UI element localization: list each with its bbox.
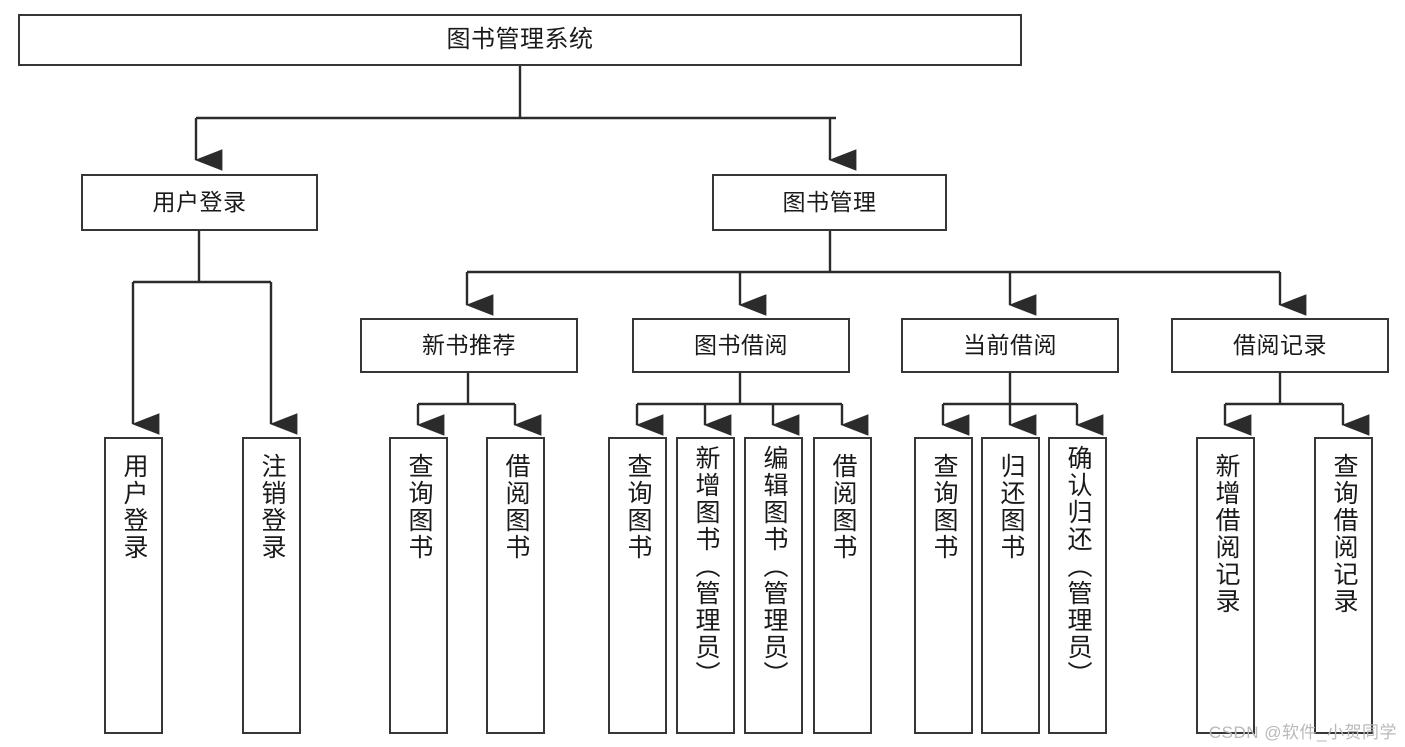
node-leaf-borrow-book-1[interactable]: 借阅图书 xyxy=(486,437,545,734)
node-leaf-query-book-1-label: 查询图书 xyxy=(405,453,433,561)
node-leaf-logout-login-label: 注销登录 xyxy=(258,453,286,561)
node-leaf-borrow-book-2-label: 借阅图书 xyxy=(829,453,857,561)
node-leaf-query-book-2[interactable]: 查询图书 xyxy=(608,437,667,734)
node-book-manage-label: 图书管理 xyxy=(782,188,877,215)
node-root-label: 图书管理系统 xyxy=(446,25,594,53)
node-leaf-query-book-1[interactable]: 查询图书 xyxy=(389,437,448,734)
node-new-book-recommend-label: 新书推荐 xyxy=(422,331,516,358)
node-current-borrow[interactable]: 当前借阅 xyxy=(901,318,1119,373)
node-leaf-add-book[interactable]: 新增图书（管理员） xyxy=(676,437,735,734)
node-leaf-logout-login[interactable]: 注销登录 xyxy=(242,437,301,734)
node-book-manage[interactable]: 图书管理 xyxy=(712,174,947,231)
node-book-borrow-label: 图书借阅 xyxy=(694,331,788,358)
node-leaf-return-book-label: 归还图书 xyxy=(997,453,1025,561)
node-leaf-borrow-book-1-label: 借阅图书 xyxy=(502,453,530,561)
node-user-login[interactable]: 用户登录 xyxy=(81,174,318,231)
node-borrow-record-label: 借阅记录 xyxy=(1233,331,1327,358)
node-leaf-user-login[interactable]: 用户登录 xyxy=(104,437,163,734)
node-leaf-add-record[interactable]: 新增借阅记录 xyxy=(1196,437,1255,734)
node-root[interactable]: 图书管理系统 xyxy=(18,14,1022,66)
node-leaf-user-login-label: 用户登录 xyxy=(120,453,148,561)
node-leaf-query-book-3[interactable]: 查询图书 xyxy=(914,437,973,734)
node-leaf-query-record-label: 查询借阅记录 xyxy=(1330,453,1358,615)
node-leaf-add-record-label: 新增借阅记录 xyxy=(1212,453,1240,615)
node-leaf-return-book[interactable]: 归还图书 xyxy=(981,437,1040,734)
node-borrow-record[interactable]: 借阅记录 xyxy=(1171,318,1389,373)
node-leaf-confirm-return-label: 确认归还（管理员） xyxy=(1064,445,1092,688)
node-book-borrow[interactable]: 图书借阅 xyxy=(632,318,850,373)
node-leaf-add-book-label: 新增图书（管理员） xyxy=(692,445,720,688)
node-leaf-query-book-2-label: 查询图书 xyxy=(624,453,652,561)
node-leaf-edit-book-label: 编辑图书（管理员） xyxy=(760,445,788,688)
node-leaf-query-record[interactable]: 查询借阅记录 xyxy=(1314,437,1373,734)
node-current-borrow-label: 当前借阅 xyxy=(963,331,1057,358)
node-leaf-borrow-book-2[interactable]: 借阅图书 xyxy=(813,437,872,734)
node-leaf-query-book-3-label: 查询图书 xyxy=(930,453,958,561)
node-leaf-confirm-return[interactable]: 确认归还（管理员） xyxy=(1048,437,1107,734)
node-new-book-recommend[interactable]: 新书推荐 xyxy=(360,318,578,373)
node-user-login-label: 用户登录 xyxy=(152,188,247,215)
node-leaf-edit-book[interactable]: 编辑图书（管理员） xyxy=(744,437,803,734)
csdn-watermark: CSDN @软件_小贺同学 xyxy=(1208,723,1397,742)
